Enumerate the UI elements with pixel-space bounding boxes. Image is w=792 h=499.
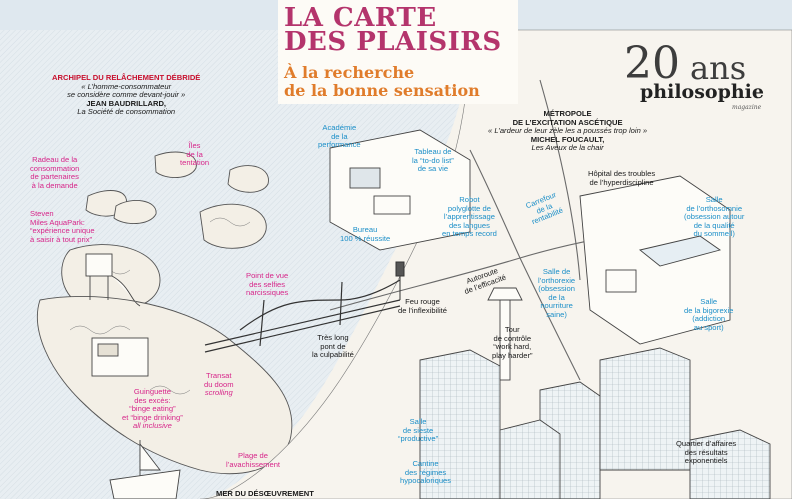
philosophie-logo: 20 ans philosophie magazine [620, 38, 764, 112]
label-quartier: Quartier d’affaires des résultats expone… [676, 439, 737, 466]
label-bureau: Bureau 100 % réussite [340, 225, 391, 243]
label-tableau: Tableau de la “to-do list” de sa vie [412, 147, 454, 174]
logo-number: 20 [624, 38, 680, 89]
archipel-quote2: se considère comme devant-jouir » [67, 90, 186, 100]
metropole-title2: DE L’EXCITATION ASCÉTIQUE [512, 117, 623, 127]
map-title-line1: LA CARTE [284, 3, 437, 33]
archipel-quote1: « L’homme-consommateur [81, 81, 172, 91]
title-panel [278, 0, 518, 104]
map-title: LA CARTE DES PLAISIRS [284, 3, 502, 57]
logo-brand: philosophie [640, 81, 764, 103]
map-subtitle-line1: À la recherche [284, 63, 415, 82]
logo-magazine: magazine [732, 104, 762, 111]
label-orthorexie: Salle de l’orthorexie (obsession de la n… [538, 267, 576, 319]
label-bigorexie: Salle de la bigorexie (addiction au spor… [684, 297, 734, 332]
label-radeau: Radeau de la consommation de partenaires… [30, 155, 80, 190]
archipel-header: ARCHIPEL DU RELÂCHEMENT DÉBRIDÉ « L’homm… [52, 73, 201, 117]
archipel-book: La Société de consommation [77, 107, 176, 117]
label-cantine: Cantine des régimes hypocaloriques [400, 459, 452, 486]
label-plage: Plage de l’avachissement [226, 451, 281, 469]
logo-ans: ans [690, 49, 747, 87]
archipel-author: JEAN BAUDRILLARD, [86, 98, 167, 108]
label-pont: Très long pont de la culpabilité [312, 333, 354, 360]
metropole-title1: MÉTROPOLE [543, 109, 592, 118]
metropole-header: MÉTROPOLE DE L’EXCITATION ASCÉTIQUE « L’… [488, 109, 648, 153]
label-guinguette: Guinguette des excès: “binge eating” et … [122, 387, 183, 431]
label-iles: Îles de la tentation [180, 141, 210, 168]
archipel-title: ARCHIPEL DU RELÂCHEMENT DÉBRIDÉ [52, 73, 201, 82]
label-steven: Steven Miles AquaPark: “expérience uniqu… [30, 209, 95, 244]
label-orthosomnie: Salle de l’orthosomnie (obsession autour… [684, 195, 745, 239]
metropole-quote: « L’ardeur de leur zèle les a poussés tr… [488, 126, 648, 136]
label-hopital: Hôpital des troubles de l’hyperdisciplin… [588, 169, 656, 187]
label-sieste: Salle de sieste “productive” [398, 417, 439, 444]
label-robot: Robot polyglotte de l’apprentissage des … [442, 195, 497, 239]
label-tour: Tour de contrôle “work hard, play harder… [492, 325, 533, 360]
metropole-author: MICHEL FOUCAULT, [530, 134, 605, 144]
map-subtitle-line2: de la bonne sensation [284, 81, 480, 100]
label-academie: Académie de la performance [318, 123, 361, 150]
label-selfies: Point de vue des selfies narcissiques [246, 271, 289, 298]
label-feu: Feu rouge de l’inflexibilité [398, 297, 447, 315]
map-subtitle: À la recherche de la bonne sensation [284, 64, 480, 100]
metropole-book: Les Aveux de la chair [531, 143, 604, 153]
label-transat: Transat du doom scrolling [204, 371, 234, 398]
label-mer: MER DU DÉSŒUVREMENT [216, 489, 314, 498]
map-title-line2: DES PLAISIRS [284, 27, 502, 57]
